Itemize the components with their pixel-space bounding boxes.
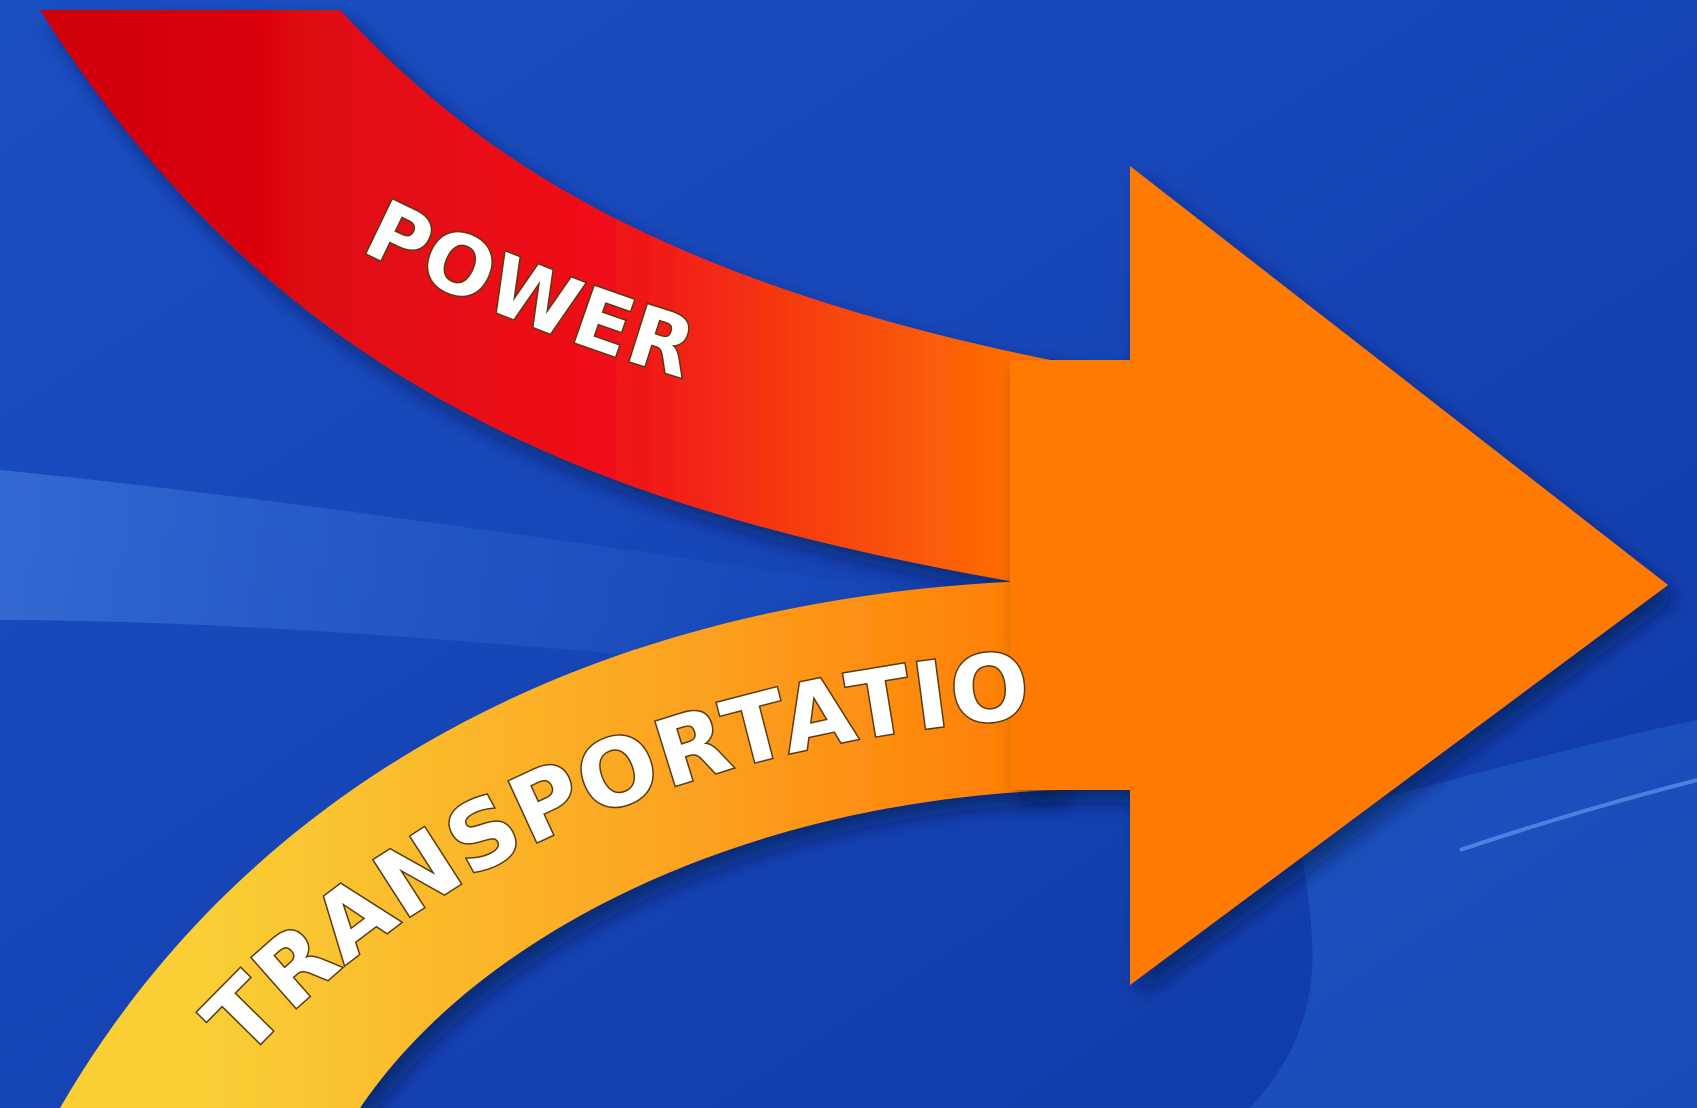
bottom-band	[60, 580, 1060, 1108]
background-streak	[1250, 720, 1697, 1108]
arrow-head	[1010, 166, 1668, 985]
top-band	[40, 10, 1060, 590]
background-streak	[1459, 778, 1697, 852]
